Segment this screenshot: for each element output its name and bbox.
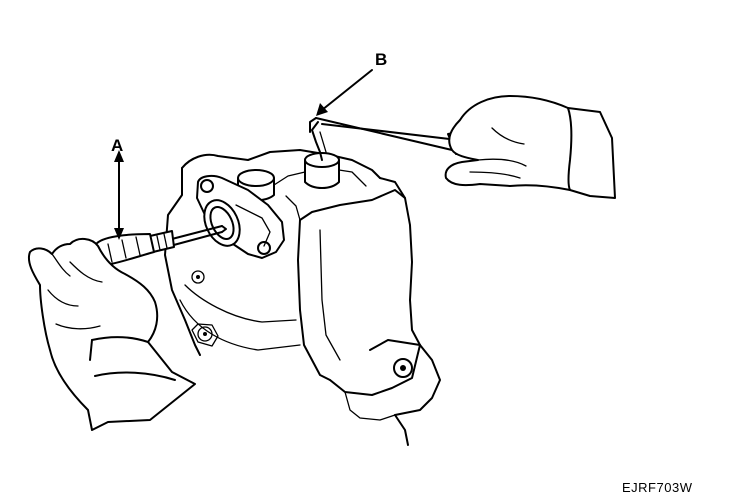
figure-code: EJRF703W <box>622 480 693 495</box>
right-hand <box>444 95 616 199</box>
double-headed-arrow-icon <box>114 150 124 240</box>
left-hand <box>28 238 196 431</box>
pointer-arrow-icon <box>316 69 373 116</box>
housing-body <box>164 149 441 446</box>
brake-cylinder-port <box>196 174 285 259</box>
callout-label-a: A <box>111 136 124 155</box>
callout-label-b: B <box>375 50 388 69</box>
screwdriver <box>91 225 227 266</box>
